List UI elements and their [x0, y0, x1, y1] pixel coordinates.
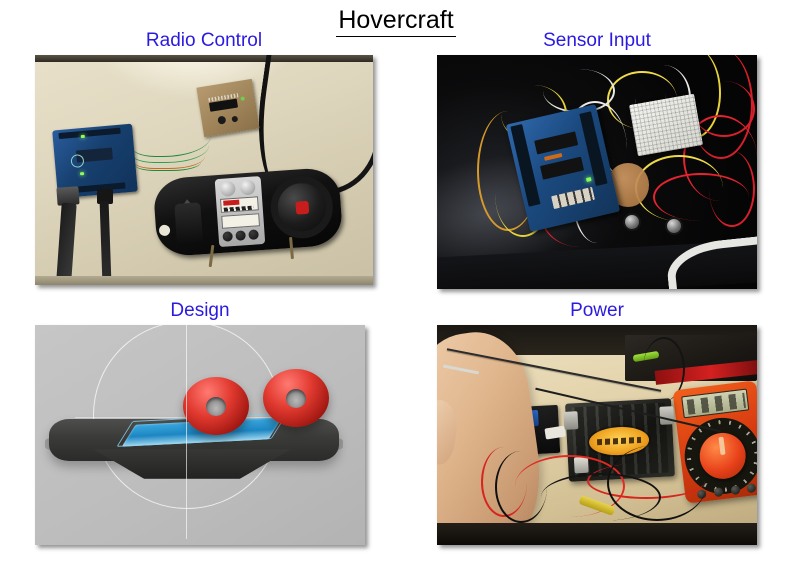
- transmitter-control-panel: [214, 176, 266, 248]
- transmitter-label-plate: [221, 213, 261, 229]
- battery-label-text: [596, 436, 642, 446]
- multimeter-lcd-display: [681, 388, 750, 419]
- photo-sensor-input: [437, 55, 757, 289]
- crosshair-axis-vertical: [186, 325, 188, 539]
- transmitter-button: [248, 229, 259, 241]
- jumper-wire-green: [131, 131, 209, 163]
- black-lead-upper: [643, 337, 685, 401]
- arduino-logo-icon: [70, 153, 85, 169]
- rc-transmitter: [152, 166, 344, 258]
- design-render-scene: [35, 325, 365, 545]
- sensor-module: [623, 213, 641, 231]
- transmitter-indicator: [158, 224, 171, 237]
- screw-terminal-block: [551, 186, 595, 210]
- red-test-lead: [481, 447, 527, 517]
- desk-front-lip: [35, 276, 373, 285]
- receiver-capacitor: [231, 115, 239, 123]
- panel-title-design: Design: [170, 300, 230, 321]
- desk-edge: [35, 55, 373, 62]
- transmitter-button: [235, 230, 246, 241]
- jumper-wire-orange: [133, 143, 205, 169]
- radio-control-scene: [35, 55, 373, 285]
- desk-shadow-band: [437, 523, 757, 545]
- power-scene: [437, 325, 757, 545]
- arduino-pin-header-top: [58, 127, 121, 140]
- red-torus-right: [263, 369, 329, 427]
- wire-red: [709, 151, 755, 227]
- jumper-wire-green: [131, 121, 211, 157]
- transmitter-trim-knob: [219, 180, 236, 197]
- wire-red: [693, 81, 755, 137]
- usb-cable: [56, 202, 77, 282]
- arduino-power-jack: [97, 189, 113, 204]
- transmitter-trim-knob: [239, 179, 256, 196]
- display-brand-label: [223, 199, 240, 206]
- power-cable: [99, 200, 112, 284]
- display-readout: [223, 205, 254, 212]
- probe-jack[interactable]: [730, 485, 741, 496]
- black-test-lead: [607, 445, 707, 521]
- receiver-led: [240, 96, 245, 101]
- battery-terminal: [659, 406, 675, 425]
- photo-power: [437, 325, 757, 545]
- page-title-text: Hovercraft: [336, 6, 456, 37]
- panel-title-radio-control: Radio Control: [145, 30, 263, 51]
- board-resistor: [544, 152, 563, 161]
- thumb: [437, 397, 461, 467]
- wire-red: [653, 173, 749, 221]
- battery-terminal: [563, 411, 579, 430]
- arduino-power-led: [585, 176, 592, 183]
- perfboard-receiver: [196, 78, 260, 138]
- lcd-digits: [686, 392, 747, 415]
- transmitter-display: [220, 196, 259, 213]
- panel-title-power: Power: [570, 300, 624, 321]
- sensor-input-scene: [437, 55, 757, 289]
- arduino-power-led: [79, 172, 85, 176]
- photo-design: [35, 325, 365, 545]
- transmitter-button-row: [221, 229, 262, 243]
- transmitter-throttle-trigger: [174, 202, 203, 245]
- probe-jack[interactable]: [713, 487, 724, 498]
- red-torus-left: [183, 377, 249, 435]
- probe-jack[interactable]: [746, 483, 757, 494]
- jumper-wire-green: [135, 151, 201, 171]
- transmitter-steering-wheel: [268, 174, 335, 241]
- panel-title-sensor-input: Sensor Input: [543, 30, 651, 51]
- black-test-lead: [495, 451, 547, 523]
- page-title: Hovercraft: [0, 6, 792, 37]
- arduino-driver-ic: [534, 131, 579, 155]
- sensor-module: [665, 217, 683, 235]
- module-white-connector: [544, 425, 566, 440]
- receiver-capacitor: [217, 115, 227, 125]
- transmitter-button: [222, 231, 233, 242]
- transmitter-center-button: [294, 200, 309, 215]
- arduino-led: [80, 134, 85, 139]
- photo-radio-control: [35, 55, 373, 285]
